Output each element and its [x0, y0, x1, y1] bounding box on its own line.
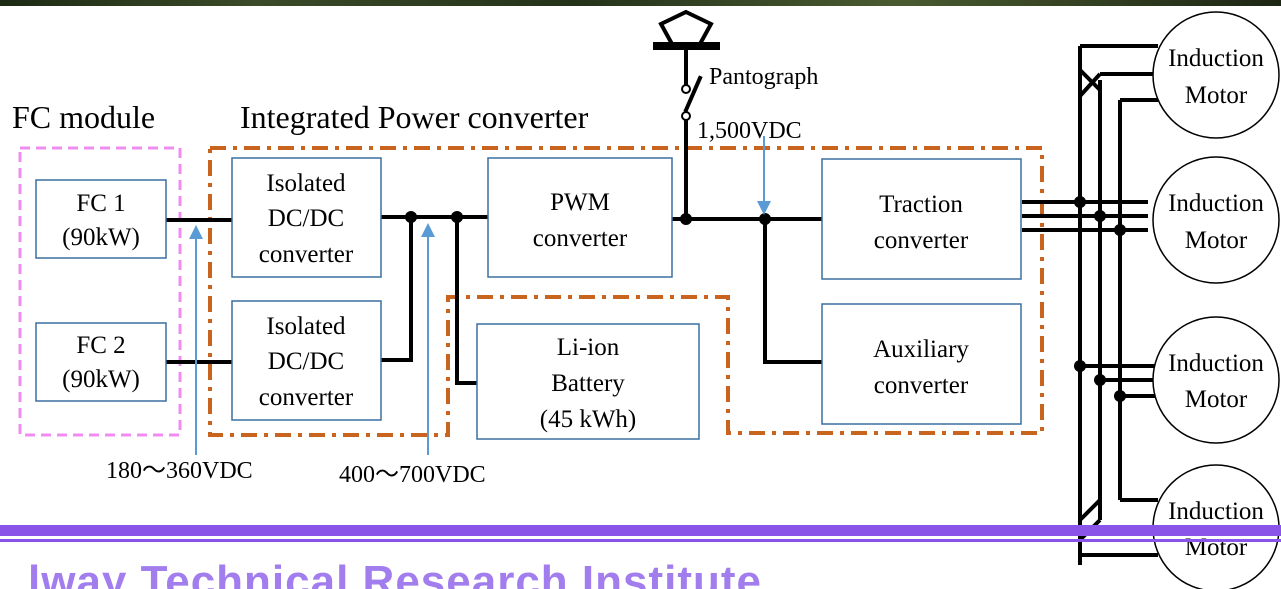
battery-line2: Battery: [551, 370, 625, 397]
battery-line3: (45 kWh): [540, 406, 637, 433]
fc1-box: [35, 179, 167, 259]
pantograph-label: Pantograph: [709, 64, 818, 90]
power-converter-frame: [208, 146, 1044, 437]
traction-line2: converter: [874, 227, 969, 254]
footer-line: [0, 539, 1281, 542]
pantograph-icon: [658, 9, 714, 46]
fc2-label: FC 2: [76, 332, 125, 359]
traction-line1: Traction: [879, 191, 963, 218]
fc1-label: FC 1: [76, 190, 125, 217]
motor-4-line2: Motor: [1185, 534, 1248, 561]
institute-name: lway Technical Research Institute: [28, 557, 762, 589]
pwm-line2: converter: [533, 225, 628, 252]
voltage-400-700-label: 400～700VDC: [339, 462, 486, 488]
motor-3-line1: Induction: [1168, 350, 1264, 377]
fc2-capacity: (90kW): [62, 366, 140, 393]
dcdc2-box: [231, 300, 382, 421]
voltage-1500-label: 1,500VDC: [697, 118, 802, 144]
fc1-capacity: (90kW): [62, 224, 140, 251]
auxiliary-box: [821, 303, 1022, 425]
motor-1-line1: Induction: [1168, 45, 1264, 72]
dcdc2-line1: Isolated: [266, 313, 346, 340]
dcdc1-line2: DC/DC: [268, 205, 344, 232]
battery-line1: Li-ion: [557, 334, 620, 361]
power-converter-title: Integrated Power converter: [240, 99, 589, 135]
motor-2-line2: Motor: [1185, 227, 1248, 254]
dcdc2-line3: converter: [259, 384, 354, 411]
dcdc2-line2: DC/DC: [268, 348, 344, 375]
fc2-box: [35, 322, 167, 402]
fc-module-title: FC module: [12, 99, 155, 135]
dcdc1-line3: converter: [259, 241, 354, 268]
pwm-box: [487, 157, 673, 278]
auxiliary-line2: converter: [874, 372, 969, 399]
pwm-line1: PWM: [550, 189, 610, 216]
dcdc1-line1: Isolated: [266, 170, 346, 197]
motor-3-line2: Motor: [1185, 386, 1248, 413]
motor-1-circle: [1152, 11, 1280, 139]
battery-box: [476, 323, 700, 440]
traction-box: [821, 158, 1022, 280]
motor-4-line1: Induction: [1168, 498, 1264, 525]
voltage-180-360-label: 180～360VDC: [106, 458, 253, 484]
motor-3-circle: [1152, 316, 1280, 444]
motor-1-line2: Motor: [1185, 82, 1248, 109]
footer-bar: [0, 525, 1281, 536]
auxiliary-line1: Auxiliary: [873, 336, 969, 363]
photo-strip: [0, 0, 1281, 6]
motor-2-line1: Induction: [1168, 190, 1264, 217]
fc-module-frame: [18, 146, 182, 437]
dcdc1-box: [231, 157, 382, 278]
motor-2-circle: [1152, 156, 1280, 284]
